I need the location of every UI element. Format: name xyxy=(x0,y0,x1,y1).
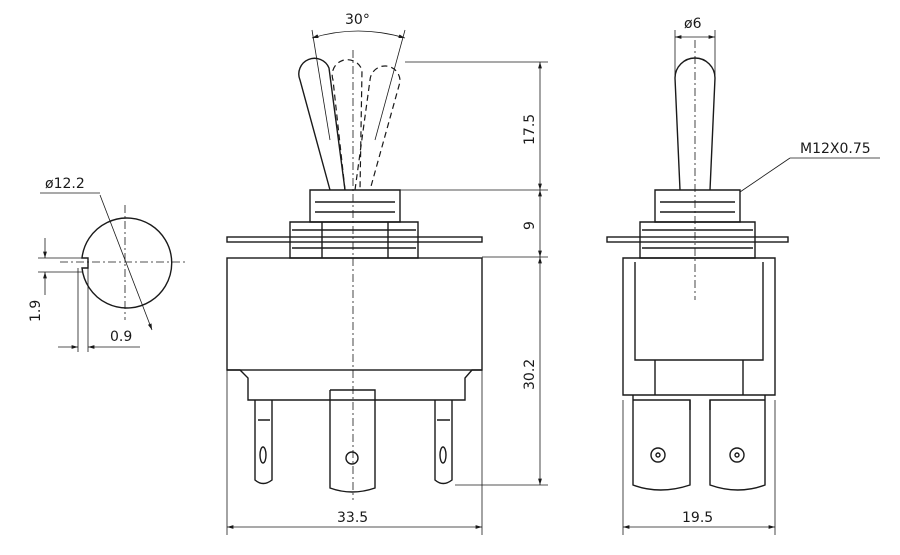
thread-label: M12X0.75 xyxy=(800,141,871,157)
lever-height-label: 17.5 xyxy=(522,114,538,145)
key-height-label: 1.9 xyxy=(28,300,44,322)
side-view: ø6 M12X0.75 19.5 xyxy=(606,16,880,535)
lever-diameter-label: ø6 xyxy=(684,16,702,32)
panel-hole-label: ø12.2 xyxy=(45,176,85,192)
panel-cutout-view: ø12.2 1.9 0.9 xyxy=(28,176,185,352)
bushing-height-label: 9 xyxy=(522,221,538,230)
key-depth-label: 0.9 xyxy=(110,329,132,345)
body-depth-label: 19.5 xyxy=(682,510,713,526)
front-view: 30° 17.5 9 30.2 33.5 xyxy=(226,12,548,535)
body-width-label: 33.5 xyxy=(337,510,368,526)
angle-label: 30° xyxy=(345,12,370,28)
body-height-label: 30.2 xyxy=(522,359,538,390)
